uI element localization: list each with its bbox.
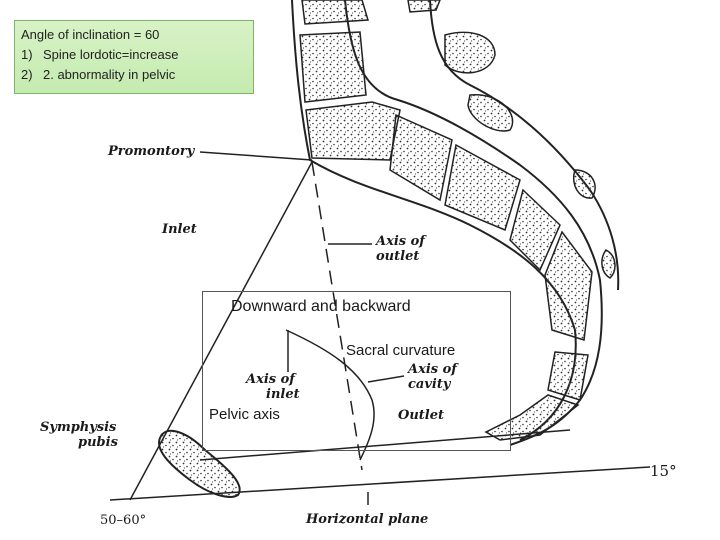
label-downward-backward: Downward and backward (231, 298, 411, 315)
label-pelvic-axis: Pelvic axis (209, 406, 280, 423)
note-item-1-text: Spine lordotic=increase (43, 47, 179, 62)
label-symphysis-line1: Symphysis (40, 420, 117, 435)
label-axis-cavity-line1: Axis of (408, 362, 457, 377)
axis-cavity-leader (367, 375, 405, 383)
axis-lines (109, 151, 651, 505)
label-sacral-curvature: Sacral curvature (346, 342, 456, 359)
cavity-curve (285, 329, 375, 461)
annotation-frame (202, 291, 511, 451)
note-box: Angle of inclination = 60 1) Spine lordot… (14, 20, 254, 94)
label-inlet: Inlet (162, 222, 197, 237)
label-axis-outlet-line1: Axis of (376, 234, 425, 249)
vertebra-8 (547, 351, 589, 401)
vertebral-bodies (299, 0, 593, 441)
vertebra-5 (444, 143, 521, 232)
pubis-shape (158, 429, 241, 498)
note-title: Angle of inclination = 60 (21, 27, 160, 42)
note-item-1-num: 1) (21, 47, 33, 62)
horizontal-plane-line (109, 466, 651, 501)
promontory-leader (199, 151, 313, 161)
vertebra-1 (301, 0, 369, 25)
spinous-processes (407, 0, 616, 279)
inlet-plane-line (129, 161, 313, 501)
label-symphysis-line2: pubis (78, 435, 118, 450)
note-item-2-num: 2) (21, 67, 33, 82)
vertebra-2 (299, 31, 367, 103)
vertebra-4 (389, 113, 453, 202)
label-axis-cavity: Axis of cavity (408, 362, 457, 392)
vertebra-6 (509, 188, 561, 272)
label-symphysis-pubis: Symphysis pubis (40, 420, 118, 450)
label-horizontal-plane: Horizontal plane (306, 512, 429, 527)
note-item-1: 1) Spine lordotic=increase (21, 45, 247, 65)
label-axis-cavity-line2: cavity (408, 377, 451, 392)
pelvic-axis-line (311, 161, 363, 471)
vertebra-3 (305, 101, 401, 161)
label-axis-inlet: Axis of inlet (246, 372, 300, 402)
note-item-2: 2) 2. abnormality in pelvic (21, 65, 247, 85)
label-angle-15: 15° (650, 462, 677, 480)
label-axis-inlet-line2: inlet (266, 387, 300, 402)
label-angle-50-60: 50–60° (100, 513, 147, 528)
label-axis-inlet-line1: Axis of (246, 372, 295, 387)
note-item-2-text: 2. abnormality in pelvic (43, 67, 176, 82)
outlet-plane-line (199, 429, 571, 461)
label-axis-outlet: Axis of outlet (376, 234, 425, 264)
label-promontory: Promontory (108, 144, 195, 159)
label-outlet: Outlet (398, 408, 444, 423)
label-axis-outlet-line2: outlet (376, 249, 420, 264)
coccyx (484, 394, 580, 441)
vertebra-7 (544, 230, 593, 341)
